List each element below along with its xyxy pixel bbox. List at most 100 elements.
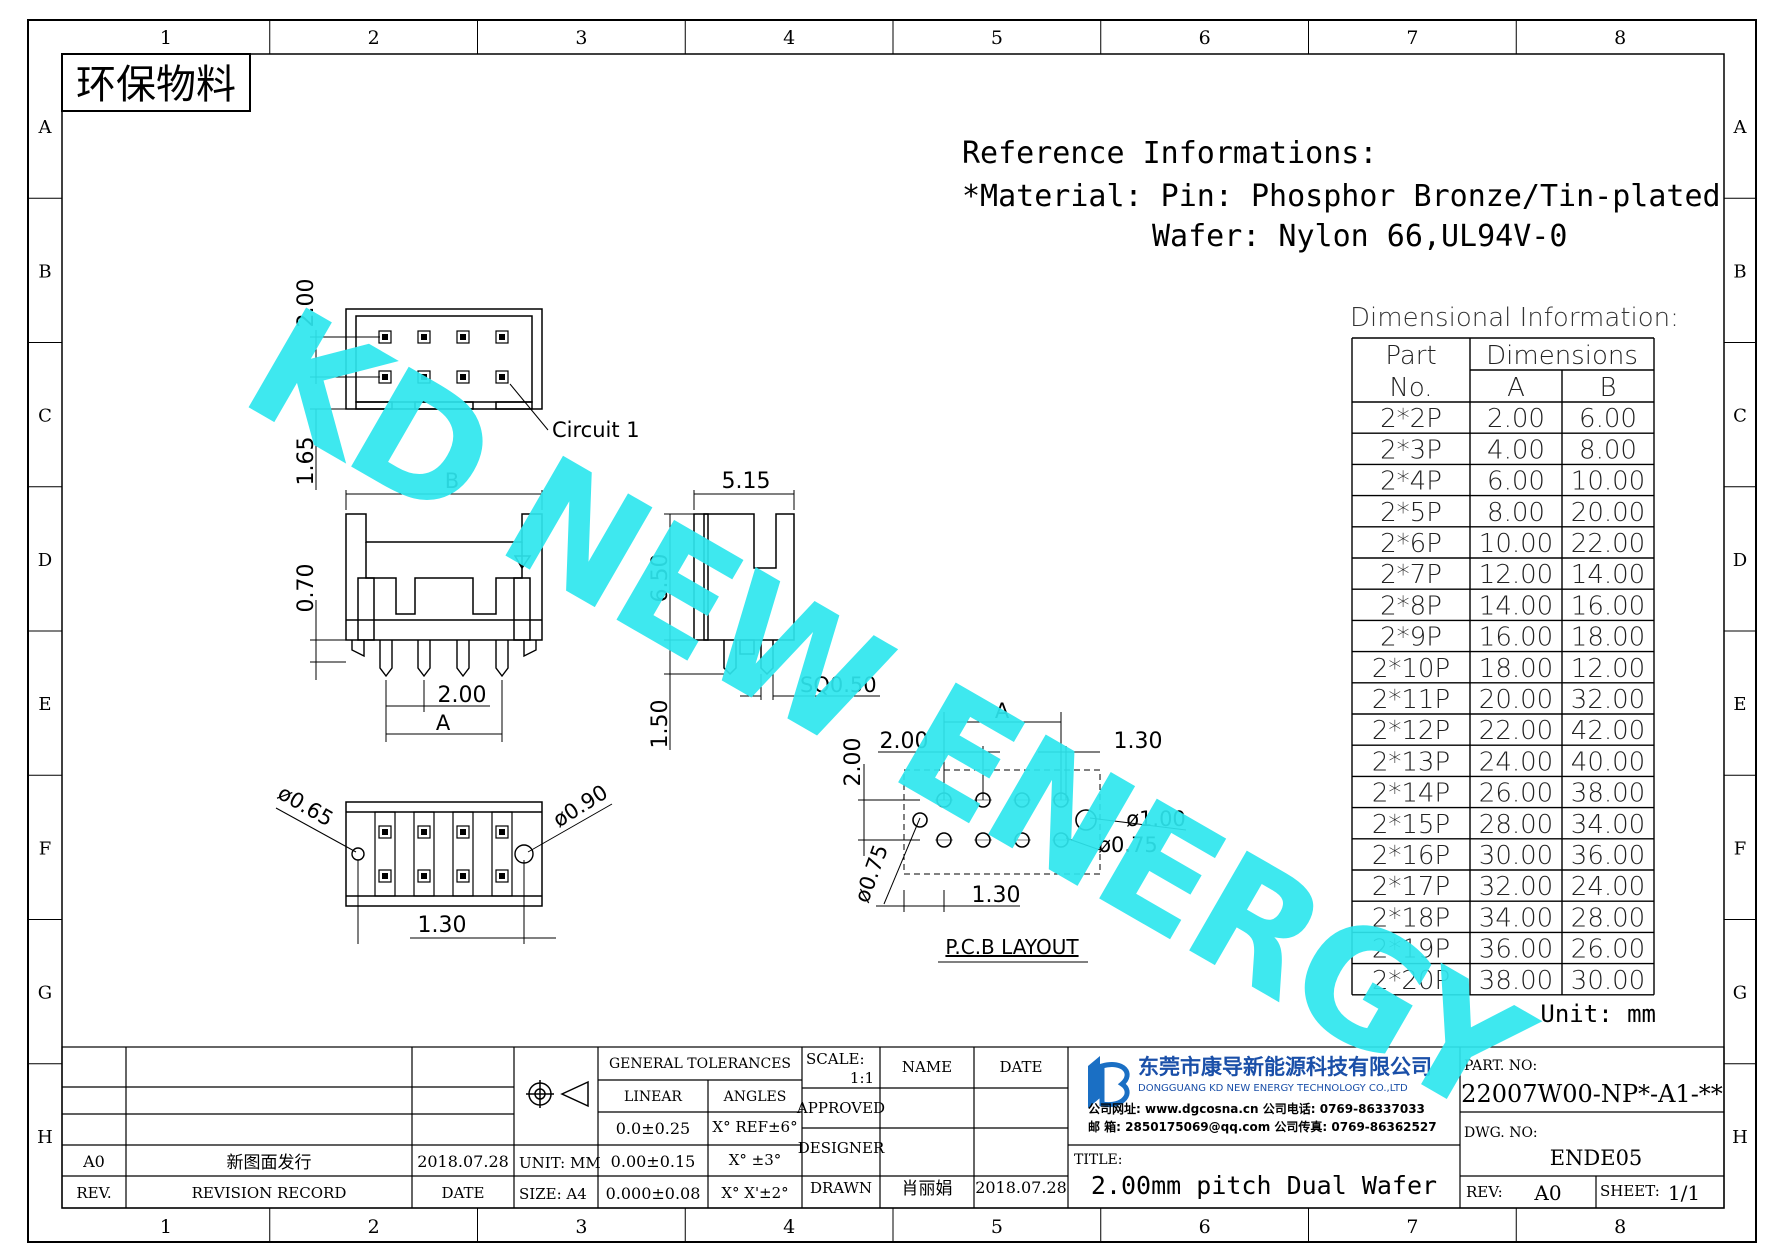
dwg-no-label: DWG. NO: xyxy=(1464,1125,1538,1141)
grid-row-right: A xyxy=(1733,117,1748,138)
front-pin xyxy=(379,640,393,678)
bottom-view-dims xyxy=(275,803,613,944)
rev-a0-date: 2018.07.28 xyxy=(417,1152,509,1171)
pcb-dims xyxy=(858,712,1187,912)
table-cell-b: 36.00 xyxy=(1571,841,1645,871)
bottom-pin-core xyxy=(382,829,388,835)
dim-front-height: 0.70 xyxy=(294,564,319,613)
bottom-pin-core xyxy=(382,873,388,879)
grid-row-left: C xyxy=(38,406,52,427)
tol-2-linear: 0.00±0.15 xyxy=(611,1152,696,1171)
grid-row-right: G xyxy=(1733,983,1747,1004)
table-cell-b: 8.00 xyxy=(1579,435,1637,465)
front-view xyxy=(345,513,543,641)
rev-label: REV. xyxy=(76,1184,111,1202)
title-label: TITLE: xyxy=(1074,1152,1122,1168)
pcb-caption: P.C.B LAYOUT xyxy=(945,935,1079,959)
side-view xyxy=(693,513,795,676)
bottom-pin-square xyxy=(495,869,509,883)
grid-row-right: H xyxy=(1732,1127,1748,1148)
dwg-no: ENDE05 xyxy=(1550,1146,1643,1170)
bottom-pin-slot xyxy=(452,811,474,897)
table-cell-b: 42.00 xyxy=(1571,716,1645,746)
reference-wafer: Wafer: Nylon 66,UL94V-0 xyxy=(1152,219,1567,254)
table-cell-b: 30.00 xyxy=(1571,966,1645,996)
grid-row-left: E xyxy=(38,694,51,715)
grid-row-right: E xyxy=(1733,694,1746,715)
bottom-pin-square xyxy=(417,869,431,883)
table-cell-b: 38.00 xyxy=(1571,779,1645,809)
name-header: NAME xyxy=(902,1058,952,1076)
table-cell-part: 2*16P xyxy=(1372,841,1450,871)
bottom-pin-slot xyxy=(413,811,435,897)
table-cell-part: 2*4P xyxy=(1380,467,1442,497)
dim-side-width: 5.15 xyxy=(722,469,771,494)
dim-pcb-hole-big: ø1.00 xyxy=(1126,807,1186,831)
bottom-pin-square xyxy=(378,825,392,839)
pin-square-core xyxy=(421,374,427,380)
dim-pcb-pitch-v: 2.00 xyxy=(841,738,866,787)
grid-col-bottom: 5 xyxy=(991,1216,1003,1238)
table-cell-a: 34.00 xyxy=(1479,903,1553,933)
pin-square-core xyxy=(421,334,427,340)
rev-block-label: REV: xyxy=(1466,1183,1503,1201)
table-cell-a: 22.00 xyxy=(1479,716,1553,746)
tol-3-angle: X° X'±2° xyxy=(721,1184,788,1202)
table-cell-a: 36.00 xyxy=(1479,935,1553,965)
pin-square-core xyxy=(382,374,388,380)
reference-material: *Material: Pin: Phosphor Bronze/Tin-plat… xyxy=(962,179,1721,214)
table-cell-b: 22.00 xyxy=(1571,529,1645,559)
company-logo-icon xyxy=(1088,1056,1130,1108)
side-view-dims xyxy=(664,490,880,750)
sheet-value: 1/1 xyxy=(1668,1181,1700,1205)
dim-bottom-offset: 1.30 xyxy=(418,913,467,938)
bottom-pin-square xyxy=(378,869,392,883)
grid-col-bottom: 7 xyxy=(1406,1216,1418,1238)
grid-col-top: 5 xyxy=(991,27,1003,49)
pin-square-core xyxy=(499,334,505,340)
pin-square-core xyxy=(460,334,466,340)
table-cell-b: 20.00 xyxy=(1571,498,1645,528)
table-cell-a: 24.00 xyxy=(1479,747,1553,777)
table-cell-a: 18.00 xyxy=(1479,654,1553,684)
bottom-pin-core xyxy=(421,829,427,835)
grid-col-top: 4 xyxy=(783,27,795,49)
table-cell-b: 10.00 xyxy=(1571,467,1645,497)
dim-side-sq: SQ0.50 xyxy=(800,673,877,697)
bottom-pin-slot xyxy=(491,811,513,897)
pcb-holes xyxy=(912,792,1097,848)
rev-block-value: A0 xyxy=(1533,1181,1561,1205)
table-cell-a: 4.00 xyxy=(1487,435,1545,465)
table-cell-part: 2*12P xyxy=(1372,716,1450,746)
front-peg xyxy=(523,640,537,658)
approved-label: APPROVED xyxy=(796,1099,885,1117)
table-cell-b: 28.00 xyxy=(1571,903,1645,933)
dim-pcb-offset-bottom: 1.30 xyxy=(972,883,1021,908)
top-view xyxy=(345,308,543,410)
pin-square xyxy=(495,330,509,344)
size-a4: SIZE: A4 xyxy=(519,1185,587,1203)
front-view-pins xyxy=(351,640,537,678)
bottom-pin-core xyxy=(460,873,466,879)
table-cell-part: 2*2P xyxy=(1380,404,1442,434)
grid-row-left: F xyxy=(39,838,52,859)
table-cell-a: 26.00 xyxy=(1479,779,1553,809)
title-block xyxy=(61,1046,1725,1209)
date-header: DATE xyxy=(1000,1058,1043,1076)
dim-pcb-hole-small: ø0.75 xyxy=(1098,833,1158,857)
dim-side-pin: 1.50 xyxy=(648,700,673,749)
table-cell-b: 26.00 xyxy=(1571,935,1645,965)
drawn-date: 2018.07.28 xyxy=(975,1178,1067,1197)
dim-front-pitch: 2.00 xyxy=(438,683,487,708)
table-cell-part: 2*6P xyxy=(1380,529,1442,559)
grid-col-bottom: 6 xyxy=(1199,1216,1211,1238)
bottom-pin-square xyxy=(417,825,431,839)
bottom-pin-core xyxy=(499,873,505,879)
table-header-b: B xyxy=(1599,373,1616,403)
front-pin xyxy=(495,640,509,678)
pin-square xyxy=(495,370,509,384)
table-cell-b: 34.00 xyxy=(1571,810,1645,840)
table-header-dimensions: Dimensions xyxy=(1486,341,1638,371)
table-cell-a: 30.00 xyxy=(1479,841,1553,871)
